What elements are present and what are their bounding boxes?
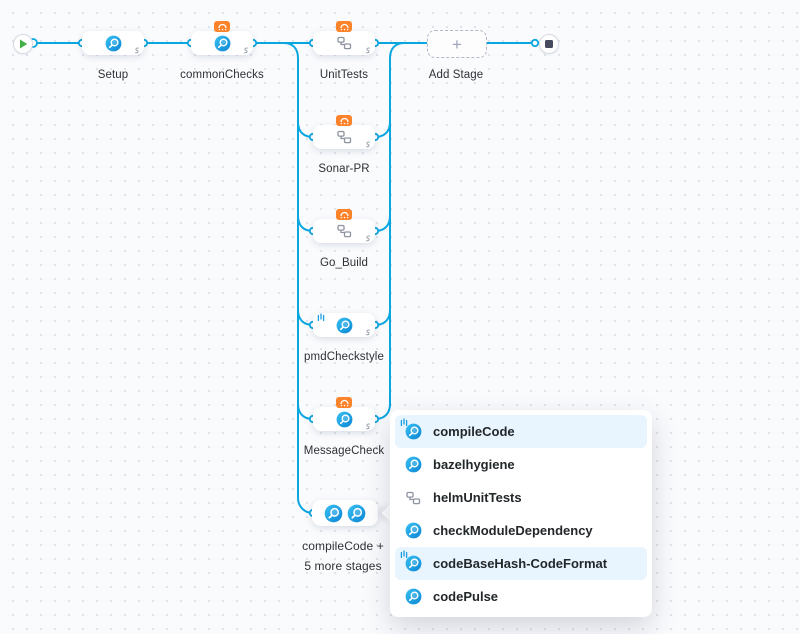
stages-group-icon — [336, 129, 352, 145]
stage-label-pmdcheckstyle: pmdCheckstyle — [304, 351, 384, 363]
chained-hook-icon — [364, 141, 371, 148]
ci-stage-icon — [404, 522, 422, 540]
stage-label-go-build: Go_Build — [319, 257, 369, 269]
stage-label-unittests: UnitTests — [319, 69, 369, 81]
template-badge-icon — [336, 397, 352, 408]
chained-hook-icon — [242, 47, 249, 54]
collapsed-label-line1: compileCode + — [302, 539, 384, 553]
ci-stage-icon — [347, 504, 366, 523]
ci-stage-icon — [404, 456, 422, 474]
collapsed-stages-label: compileCode + 5 more stages — [273, 539, 413, 573]
stages-group-icon — [336, 223, 352, 239]
popup-item-label: compileCode — [433, 424, 515, 439]
right-parallel-rail — [389, 42, 405, 406]
stages-group-icon — [404, 489, 422, 507]
ci-stage-icon — [324, 504, 343, 523]
play-icon — [19, 39, 28, 49]
popup-item-label: bazelhygiene — [433, 457, 515, 472]
collapsed-stages-node[interactable] — [312, 500, 378, 526]
looping-strategy-icon — [400, 417, 408, 427]
stage-node-unittests[interactable] — [313, 21, 375, 55]
stage-node-setup[interactable] — [82, 31, 144, 55]
chained-hook-icon — [364, 235, 371, 242]
popup-item-codepulse[interactable]: codePulse — [395, 580, 647, 613]
port — [530, 38, 540, 48]
chained-hook-icon — [133, 47, 140, 54]
ci-stage-icon — [336, 317, 353, 334]
stages-group-icon — [336, 35, 352, 51]
popup-item-label: codePulse — [433, 589, 499, 604]
stop-icon — [545, 40, 553, 48]
chained-hook-icon — [364, 47, 371, 54]
add-stage-label: Add Stage — [428, 69, 484, 81]
looping-strategy-icon — [400, 549, 408, 559]
stage-label-messagecheck: MessageCheck — [303, 445, 385, 457]
popup-item-label: codeBaseHash-CodeFormat — [433, 556, 608, 571]
pipeline-end-node[interactable] — [539, 34, 559, 54]
popup-item-checkmoduledependency[interactable]: checkModuleDependency — [395, 514, 647, 547]
left-parallel-rail — [283, 42, 314, 514]
add-stage-button[interactable]: + — [427, 30, 487, 58]
chained-hook-icon — [364, 329, 371, 336]
template-badge-icon — [336, 21, 352, 32]
plus-icon: + — [452, 34, 462, 54]
stage-label-sonar-pr: Sonar-PR — [318, 163, 370, 175]
template-badge-icon — [214, 21, 230, 32]
template-badge-icon — [336, 209, 352, 220]
ci-stage-icon — [400, 417, 422, 441]
popup-item-label: checkModuleDependency — [433, 523, 593, 538]
pipeline-start-node[interactable] — [13, 34, 33, 54]
ci-stage-icon — [400, 549, 422, 573]
collapsed-label-line2: 5 more stages — [304, 559, 382, 573]
ci-stage-icon — [336, 411, 353, 428]
stage-node-sonar-pr[interactable] — [313, 115, 375, 149]
ci-stage-icon — [404, 588, 422, 606]
ci-stage-icon — [214, 35, 231, 52]
popup-item-label: helmUnitTests — [433, 490, 522, 505]
stage-node-go-build[interactable] — [313, 209, 375, 243]
collapsed-stages-popup: compileCode bazelhygiene helmUnitTests c… — [390, 410, 652, 617]
stage-label-setup: Setup — [97, 69, 129, 81]
stage-node-pmdcheckstyle[interactable] — [313, 313, 375, 337]
popup-item-codebasehash-codeformat[interactable]: codeBaseHash-CodeFormat — [395, 547, 647, 580]
stage-node-commonchecks[interactable] — [191, 21, 253, 55]
template-badge-icon — [336, 115, 352, 126]
stage-node-messagecheck[interactable] — [313, 397, 375, 431]
popup-item-bazelhygiene[interactable]: bazelhygiene — [395, 448, 647, 481]
stage-label-commonchecks: commonChecks — [180, 69, 264, 81]
looping-strategy-icon — [317, 313, 325, 322]
ci-stage-icon — [105, 35, 122, 52]
chained-hook-icon — [364, 423, 371, 430]
popup-item-compilecode[interactable]: compileCode — [395, 415, 647, 448]
popup-item-helmunittests[interactable]: helmUnitTests — [395, 481, 647, 514]
